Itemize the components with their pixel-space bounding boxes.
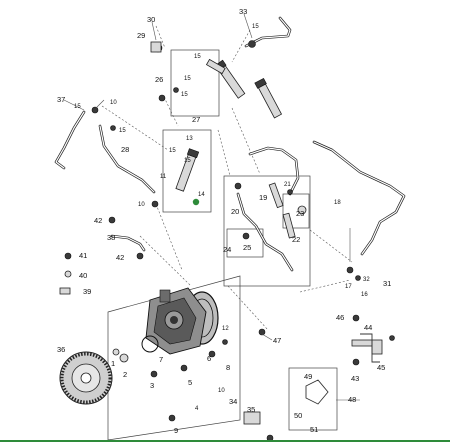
small-fittings <box>59 40 395 442</box>
callout-50: 50 <box>294 411 302 420</box>
callout-41: 41 <box>79 251 87 260</box>
callout-51: 51 <box>310 425 318 434</box>
callout-42a: 42 <box>94 216 102 225</box>
callout-34: 34 <box>229 397 237 406</box>
callout-24: 24 <box>223 245 231 254</box>
leader-lines <box>101 25 353 331</box>
assembly-box-11 <box>162 129 212 213</box>
injectors <box>175 58 296 239</box>
callout-10a: 10 <box>110 100 117 106</box>
fuel-injection-pump <box>141 287 219 355</box>
highlighted-part <box>192 198 200 206</box>
callout-33: 33 <box>239 7 247 16</box>
callout-25: 25 <box>243 243 251 252</box>
assembly-box-48 <box>288 367 338 431</box>
callout-29: 29 <box>137 31 145 40</box>
callout-5: 5 <box>188 378 192 387</box>
callout-labels: 30 29 33 15 15 26 15 27 37 15 10 15 28 1… <box>57 7 391 435</box>
callout-23: 23 <box>296 209 304 218</box>
callout-16: 16 <box>361 292 368 298</box>
assembly-box-27 <box>170 49 220 117</box>
callout-15e: 15 <box>119 128 126 134</box>
bracket-44 <box>360 333 380 363</box>
callout-18: 18 <box>334 200 341 206</box>
callout-15c: 15 <box>181 92 188 98</box>
callout-42b: 42 <box>116 253 124 262</box>
callout-2: 2 <box>123 370 127 379</box>
callout-14: 14 <box>198 192 205 198</box>
callout-8: 8 <box>226 363 230 372</box>
callout-7: 7 <box>159 355 163 364</box>
callout-40: 40 <box>79 271 87 280</box>
callout-22: 22 <box>292 235 300 244</box>
callout-21: 21 <box>284 182 291 188</box>
callout-1: 1 <box>111 359 115 368</box>
callout-15b: 15 <box>194 54 201 60</box>
callout-15d: 15 <box>74 104 81 110</box>
callout-10c: 10 <box>218 388 225 394</box>
callout-32: 32 <box>363 277 370 283</box>
assembly-box-23 <box>282 193 310 229</box>
callout-15a: 15 <box>252 24 259 30</box>
callout-6: 6 <box>207 354 211 363</box>
callout-17: 17 <box>345 284 352 290</box>
callout-9: 9 <box>174 426 178 435</box>
bracket-48 <box>305 379 329 405</box>
callout-46: 46 <box>336 313 344 322</box>
callout-15g: 15 <box>184 158 191 164</box>
callout-28: 28 <box>121 145 129 154</box>
callout-39: 39 <box>83 287 91 296</box>
callout-3: 3 <box>150 381 154 390</box>
callout-19: 19 <box>259 193 267 202</box>
callout-15h: 15 <box>184 76 191 82</box>
callout-35: 35 <box>247 405 255 414</box>
callout-49: 49 <box>304 372 312 381</box>
callout-48: 48 <box>348 395 356 404</box>
callout-20: 20 <box>231 207 239 216</box>
callout-27: 27 <box>192 115 200 124</box>
callout-36: 36 <box>57 345 65 354</box>
callout-26: 26 <box>155 75 163 84</box>
callout-12: 12 <box>222 326 229 332</box>
callout-31: 31 <box>383 279 391 288</box>
callout-44: 44 <box>364 323 372 332</box>
callout-43: 43 <box>351 374 359 383</box>
callout-stubs <box>63 13 360 401</box>
fuel-pipes <box>54 16 406 272</box>
callout-38: 38 <box>107 233 115 242</box>
callout-10b: 10 <box>138 202 145 208</box>
callout-15f: 15 <box>169 148 176 154</box>
assembly-box-18 <box>223 175 311 287</box>
callout-13: 13 <box>186 136 193 142</box>
callout-37: 37 <box>57 95 65 104</box>
callout-45: 45 <box>377 363 385 372</box>
callout-30: 30 <box>147 15 155 24</box>
gear-36 <box>59 351 113 405</box>
pump-base-frame <box>107 275 241 441</box>
callout-4: 4 <box>195 406 199 412</box>
callout-47: 47 <box>273 336 281 345</box>
assembly-box-24 <box>226 228 264 258</box>
callout-11: 11 <box>160 174 167 180</box>
